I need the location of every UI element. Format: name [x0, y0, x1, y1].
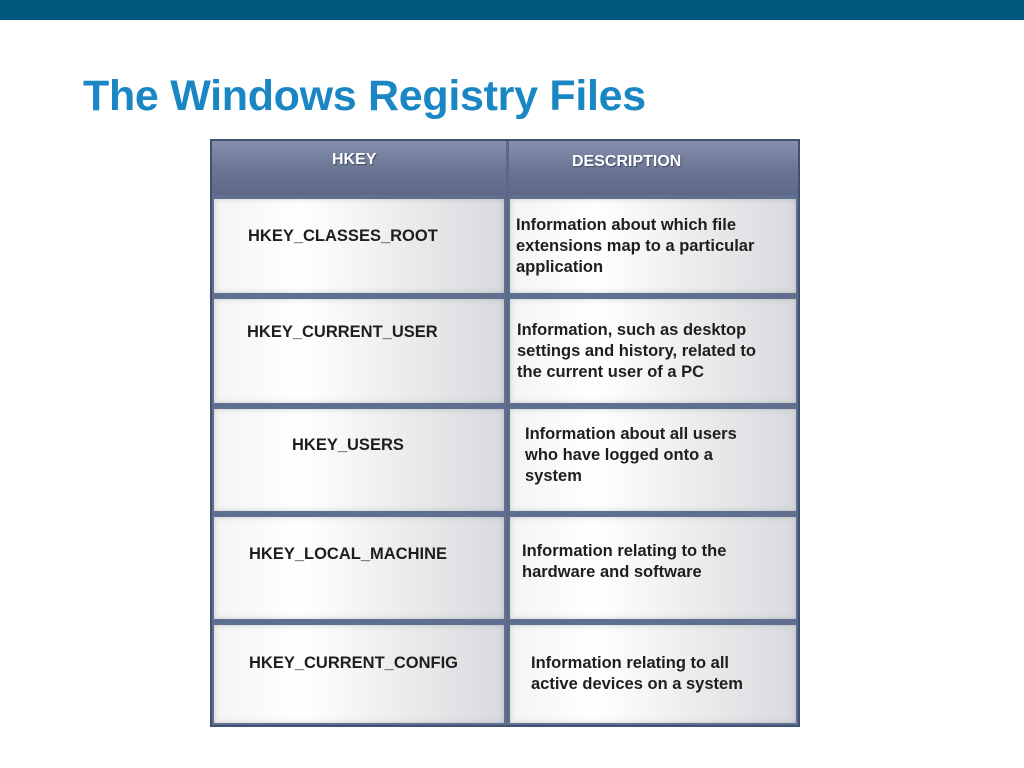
- description-line: Information about which file: [516, 216, 736, 234]
- key-cell: HKEY_CURRENT_CONFIG: [214, 625, 504, 723]
- description-line: settings and history, related to: [517, 342, 756, 360]
- header-description-label: DESCRIPTION: [572, 153, 682, 170]
- header-hkey: HKEY: [212, 141, 506, 195]
- description-cell: Information about which file extensions …: [510, 199, 796, 293]
- table-header-row: HKEY DESCRIPTION: [212, 141, 798, 195]
- description-line: system: [525, 467, 582, 485]
- key-name: HKEY_CURRENT_CONFIG: [249, 654, 459, 672]
- key-cell: HKEY_CLASSES_ROOT: [214, 199, 504, 293]
- header-description: DESCRIPTION: [508, 141, 798, 195]
- key-cell: HKEY_LOCAL_MACHINE: [214, 517, 504, 619]
- description-line: hardware and software: [522, 563, 702, 581]
- description-line: the current user of a PC: [517, 363, 705, 381]
- key-name: HKEY_CLASSES_ROOT: [248, 227, 438, 245]
- description-line: who have logged onto a: [525, 446, 713, 464]
- key-cell: HKEY_USERS: [214, 409, 504, 511]
- table-row: HKEY_CURRENT_USER Information, such as d…: [212, 295, 798, 405]
- slide-title: The Windows Registry Files: [83, 72, 646, 120]
- key-cell: HKEY_CURRENT_USER: [214, 299, 504, 403]
- table-row: HKEY_CLASSES_ROOT Information about whic…: [212, 195, 798, 295]
- description-line: Information about all users: [525, 425, 737, 443]
- description-cell: Information about all users who have log…: [510, 409, 796, 511]
- key-name: HKEY_CURRENT_USER: [247, 323, 438, 341]
- description-cell: Information relating to all active devic…: [510, 625, 796, 723]
- description-cell: Information relating to the hardware and…: [510, 517, 796, 619]
- table-row: HKEY_CURRENT_CONFIG Information relating…: [212, 621, 798, 725]
- description-line: application: [516, 258, 604, 276]
- description-line: Information, such as desktop: [517, 321, 747, 339]
- header-hkey-label: HKEY: [332, 151, 377, 168]
- registry-table: HKEY DESCRIPTION HKEY_CLASSES_ROOT Infor…: [210, 139, 800, 727]
- key-name: HKEY_LOCAL_MACHINE: [249, 545, 448, 563]
- description-cell: Information, such as desktop settings an…: [510, 299, 796, 403]
- table-row: HKEY_LOCAL_MACHINE Information relating …: [212, 513, 798, 621]
- description-line: Information relating to the: [522, 542, 727, 560]
- key-name: HKEY_USERS: [292, 436, 404, 454]
- description-line: active devices on a system: [531, 675, 743, 693]
- column-divider: [506, 141, 509, 725]
- top-bar: [0, 0, 1024, 20]
- description-line: Information relating to all: [531, 654, 730, 672]
- description-line: extensions map to a particular: [516, 237, 755, 255]
- table-row: HKEY_USERS Information about all users w…: [212, 405, 798, 513]
